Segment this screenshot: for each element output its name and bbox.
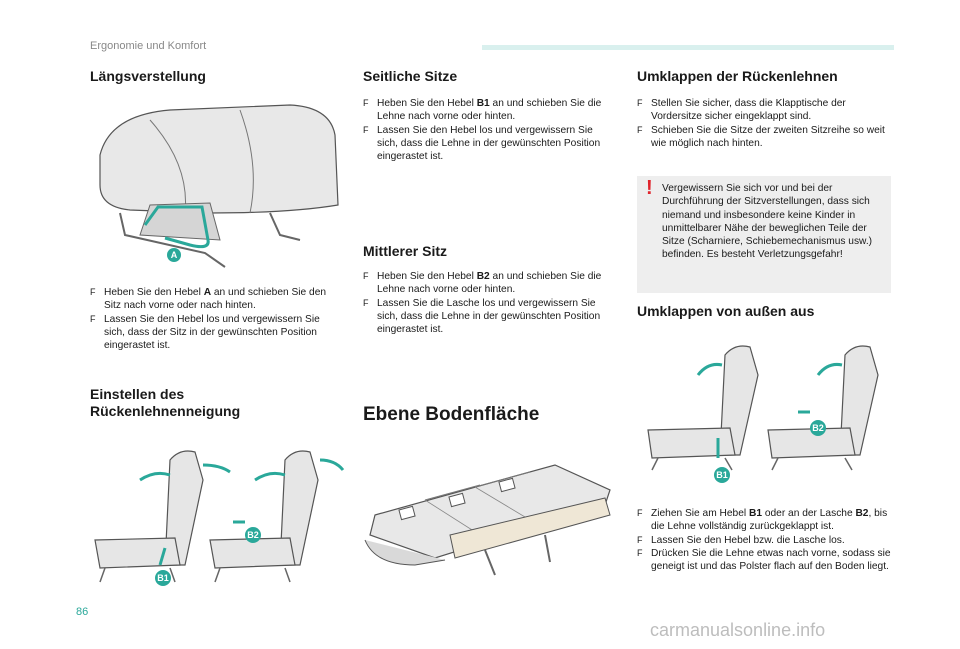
bullet-icon: F	[363, 271, 369, 281]
watermark: carmanualsonline.info	[650, 620, 826, 640]
seat-slide-illustration: A	[90, 95, 340, 270]
bullet-icon: F	[637, 547, 643, 558]
bullet-icon: F	[637, 534, 643, 545]
badge-a: A	[171, 250, 178, 260]
warning-icon: !	[646, 177, 653, 199]
aussen-title: Umklappen von außen aus	[637, 303, 815, 319]
bullet-icon: F	[90, 313, 96, 324]
bullet-icon: F	[90, 287, 96, 297]
flat-floor-illustration	[364, 464, 611, 576]
warning-box: ! Vergewissern Sie sich vor und bei der …	[637, 176, 891, 293]
bullet-icon: F	[637, 98, 643, 108]
badge-b1: B1	[157, 573, 169, 583]
umklappen-title: Umklappen der Rückenlehnen	[637, 68, 838, 84]
badge-b1: B1	[716, 470, 728, 480]
badge-b2: B2	[247, 530, 259, 540]
page-number: 86	[76, 606, 89, 618]
header-bar	[482, 45, 894, 50]
bullet-icon: F	[363, 98, 369, 108]
seitlich-title: Seitliche Sitze	[363, 68, 458, 84]
mittlerer-title: Mittlerer Sitz	[363, 243, 448, 259]
section-header: Ergonomie und Komfort	[90, 40, 207, 52]
ebene-title: Ebene Bodenfläche	[363, 404, 540, 425]
bullet-icon: F	[637, 508, 643, 518]
recline-illustration: B1 B2	[94, 450, 345, 586]
fold-outside-illustration: B1 B2	[647, 345, 879, 483]
bullet-icon: F	[363, 297, 369, 308]
bullet-icon: F	[363, 124, 369, 135]
laengs-title: Längsverstellung	[90, 68, 206, 84]
warning-text: Vergewissern Sie sich vor und bei der Du…	[662, 183, 873, 261]
badge-b2: B2	[812, 423, 824, 433]
bullet-icon: F	[637, 124, 643, 135]
